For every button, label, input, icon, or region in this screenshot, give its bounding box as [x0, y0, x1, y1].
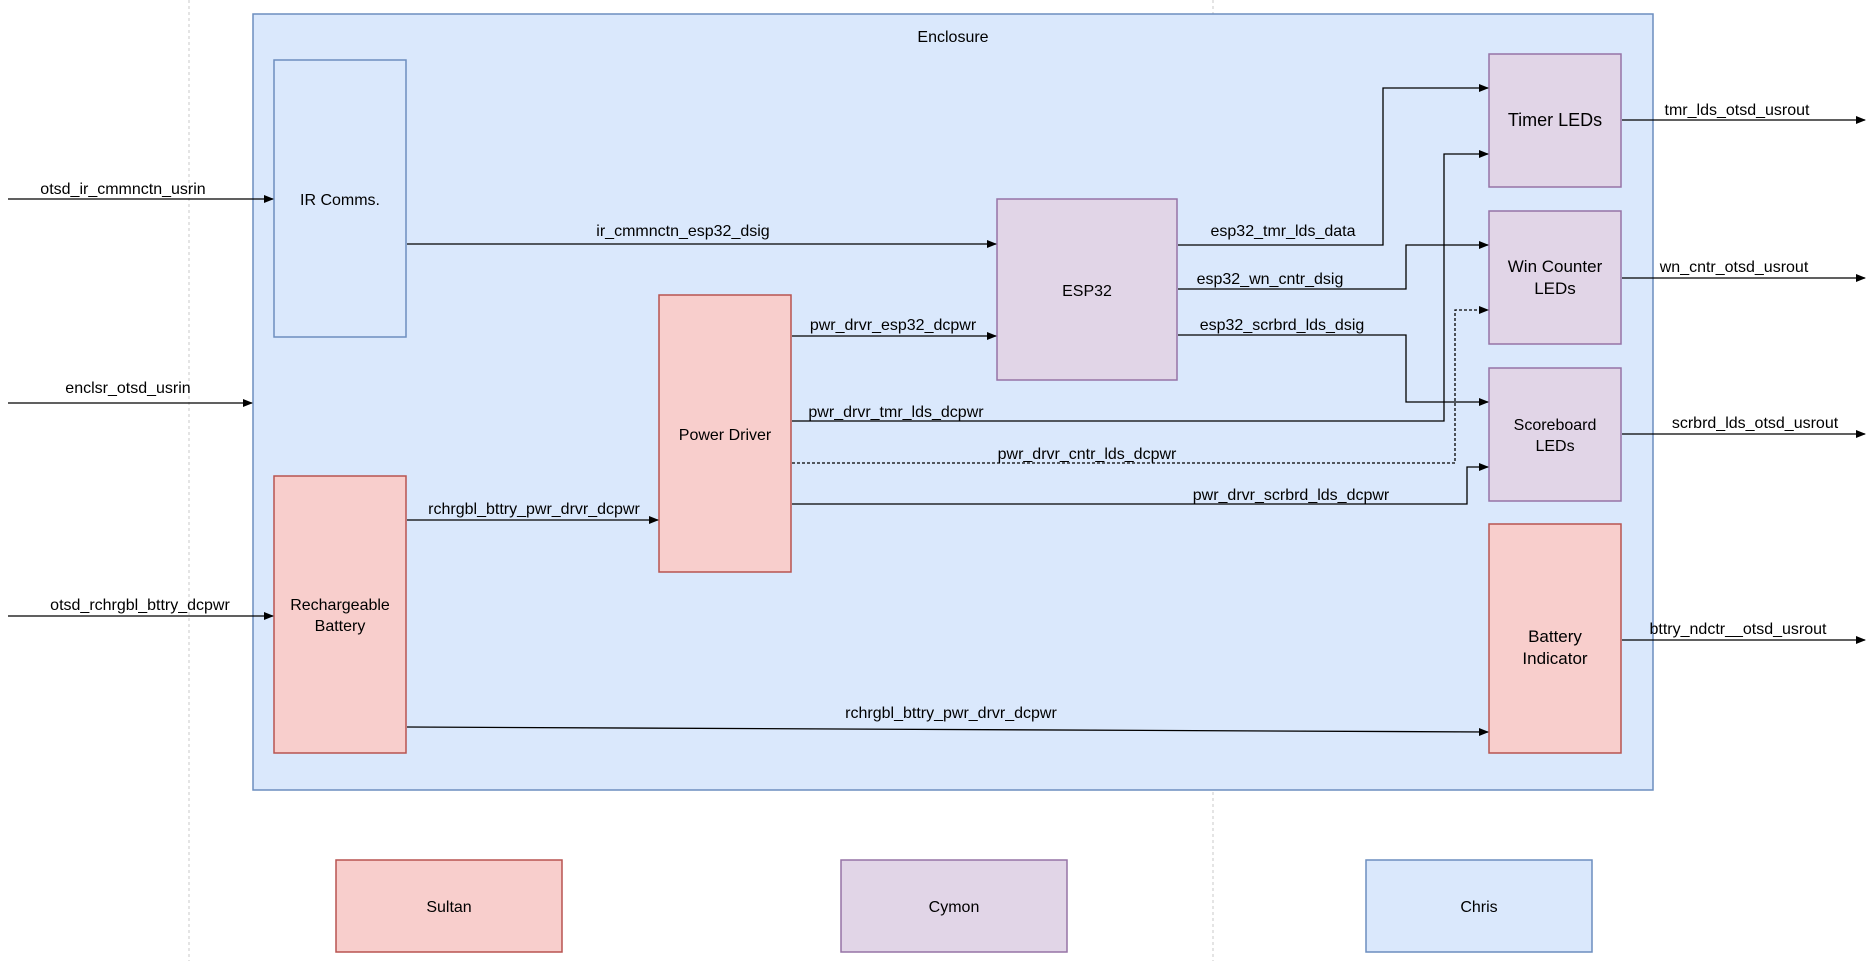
- legend-cymon-box[interactable]: [840, 859, 1068, 953]
- timer-leds-block[interactable]: [1488, 53, 1622, 188]
- power-driver-to-scoreboard-label: pwr_drvr_scrbrd_lds_dcpwr: [1193, 487, 1390, 504]
- power-driver-to-win-counter-label: pwr_drvr_cntr_lds_dcpwr: [998, 446, 1177, 463]
- esp32-to-win-counter-label: esp32_wn_cntr_dsig: [1197, 271, 1344, 288]
- rechargeable-battery-label-line2: Battery: [315, 618, 366, 635]
- input-ir-label: otsd_ir_cmmnctn_usrin: [40, 181, 205, 198]
- enclosure-label: Enclosure: [917, 29, 988, 46]
- esp32-to-timer-leds-arrow[interactable]: [1178, 84, 1489, 246]
- scoreboard-leds-block[interactable]: [1488, 367, 1622, 502]
- win-counter-leds-label-line2: LEDs: [1534, 279, 1576, 298]
- esp32-to-timer-leds-label: esp32_tmr_lds_data: [1211, 223, 1356, 240]
- power-driver-to-esp32-label: pwr_drvr_esp32_dcpwr: [810, 317, 977, 334]
- legend-sultan-label: Sultan: [426, 899, 471, 916]
- esp32-to-win-counter-arrow[interactable]: [1178, 241, 1489, 290]
- battery-indicator-label-line1: Battery: [1528, 627, 1582, 646]
- ir-to-esp32-label: ir_cmmnctn_esp32_dsig: [596, 223, 769, 240]
- legend-sultan-box[interactable]: [335, 859, 563, 953]
- win-counter-leds-label-line1: Win Counter: [1508, 257, 1603, 276]
- power-driver-to-win-counter-arrow[interactable]: [792, 306, 1489, 464]
- esp32-block[interactable]: [996, 198, 1178, 381]
- battery-to-battery-indicator-label: rchrgbl_bttry_pwr_drvr_dcpwr: [845, 705, 1057, 722]
- power-driver-to-timer-leds-label: pwr_drvr_tmr_lds_dcpwr: [808, 404, 984, 421]
- input-battery-label: otsd_rchrgbl_bttry_dcpwr: [50, 597, 230, 614]
- win-counter-leds-block[interactable]: [1488, 210, 1622, 345]
- power-driver-to-scoreboard-arrow[interactable]: [792, 463, 1489, 505]
- esp32-to-scoreboard-arrow[interactable]: [1178, 334, 1489, 406]
- power-driver-to-timer-leds-arrow[interactable]: [792, 150, 1489, 422]
- legend-cymon-label: Cymon: [929, 899, 980, 916]
- rechargeable-battery-block[interactable]: [273, 475, 407, 754]
- rechargeable-battery-label-line1: Rechargeable: [290, 597, 390, 614]
- ir-comms-block[interactable]: [273, 59, 407, 338]
- battery-to-power-driver-label: rchrgbl_bttry_pwr_drvr_dcpwr: [428, 501, 640, 518]
- scoreboard-leds-label-line1: Scoreboard: [1514, 417, 1597, 434]
- battery-indicator-block[interactable]: [1488, 523, 1622, 754]
- legend-chris-box[interactable]: [1365, 859, 1593, 953]
- battery-indicator-label-line2: Indicator: [1522, 649, 1588, 668]
- output-timer-leds-label: tmr_lds_otsd_usrout: [1665, 102, 1811, 119]
- esp32-label: ESP32: [1062, 283, 1112, 300]
- battery-to-battery-indicator-arrow[interactable]: [406, 726, 1489, 736]
- output-win-counter-label: wn_cntr_otsd_usrout: [1659, 259, 1809, 276]
- esp32-to-scoreboard-label: esp32_scrbrd_lds_dsig: [1200, 317, 1365, 334]
- power-driver-label: Power Driver: [679, 427, 772, 444]
- power-driver-block[interactable]: [658, 294, 792, 573]
- output-battery-indicator-label: bttry_ndctr__otsd_usrout: [1650, 621, 1828, 638]
- output-scoreboard-label: scrbrd_lds_otsd_usrout: [1672, 415, 1839, 432]
- timer-leds-label: Timer LEDs: [1508, 110, 1602, 130]
- input-enclosure-label: enclsr_otsd_usrin: [65, 380, 190, 397]
- scoreboard-leds-label-line2: LEDs: [1535, 438, 1574, 455]
- ir-comms-label: IR Comms.: [300, 192, 380, 209]
- legend-chris-label: Chris: [1460, 899, 1497, 916]
